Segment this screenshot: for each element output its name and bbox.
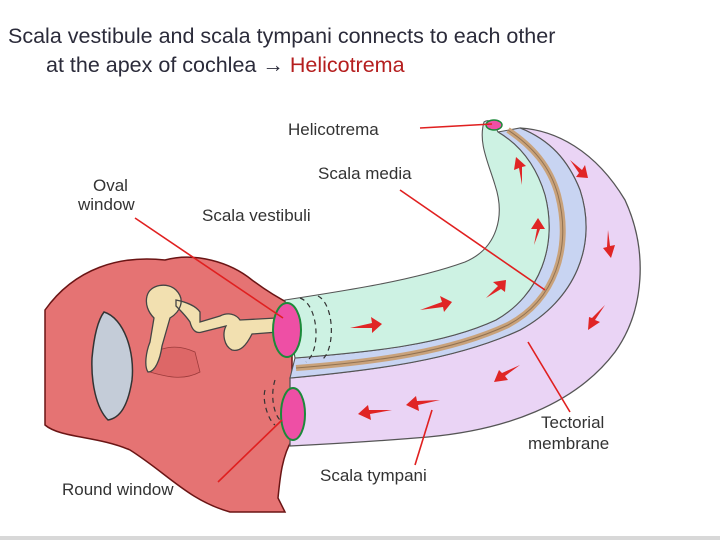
title-line-2-text: at the apex of cochlea	[46, 53, 257, 77]
label-tectorial-2: membrane	[528, 434, 609, 453]
flow-arrows	[350, 157, 615, 420]
title-line-2: at the apex of cochlea → Helicotrema	[8, 51, 713, 80]
leader-line-scala-media	[399, 189, 546, 291]
round-window	[280, 387, 306, 441]
flow-arrow	[420, 296, 452, 312]
bottom-rule	[0, 536, 720, 540]
title-line-1: Scala vestibule and scala tympani connec…	[8, 24, 556, 48]
leader-line-helicotrema	[419, 123, 493, 129]
ear-canal-tube	[149, 346, 201, 378]
tympanic-membrane	[91, 311, 134, 421]
label-scala-vestibuli: Scala vestibuli	[202, 206, 311, 225]
flow-arrow	[531, 218, 545, 245]
flow-arrow	[494, 365, 520, 382]
label-oval-window-2: window	[77, 195, 135, 214]
tectorial-membrane-edge	[295, 129, 564, 369]
leader-line-tectorial	[527, 341, 571, 413]
oval-window	[272, 302, 302, 358]
slide-title: Scala vestibule and scala tympani connec…	[8, 22, 713, 80]
flow-arrow	[514, 157, 526, 185]
label-oval-window-1: Oval	[93, 176, 128, 195]
label-round-window: Round window	[62, 480, 174, 499]
arrow-right-icon: →	[262, 53, 284, 77]
leader-lines	[134, 123, 571, 483]
flow-arrow	[603, 230, 615, 258]
label-tectorial-1: Tectorial	[541, 413, 604, 432]
ossicles	[145, 284, 279, 373]
leader-line-scala-tympani	[414, 409, 433, 466]
label-helicotrema: Helicotrema	[288, 120, 379, 139]
flow-arrow	[406, 396, 440, 411]
label-scala-tympani: Scala tympani	[320, 466, 427, 485]
leader-line-oval-window	[134, 217, 284, 319]
flow-arrow	[588, 305, 605, 330]
label-scala-media: Scala media	[318, 164, 412, 183]
title-helicotrema: Helicotrema	[289, 53, 405, 77]
flow-arrow	[486, 280, 506, 298]
leader-line-round-window	[217, 419, 283, 483]
flow-arrow	[358, 405, 392, 420]
flow-arrow	[570, 160, 588, 178]
flow-arrow	[350, 317, 382, 333]
